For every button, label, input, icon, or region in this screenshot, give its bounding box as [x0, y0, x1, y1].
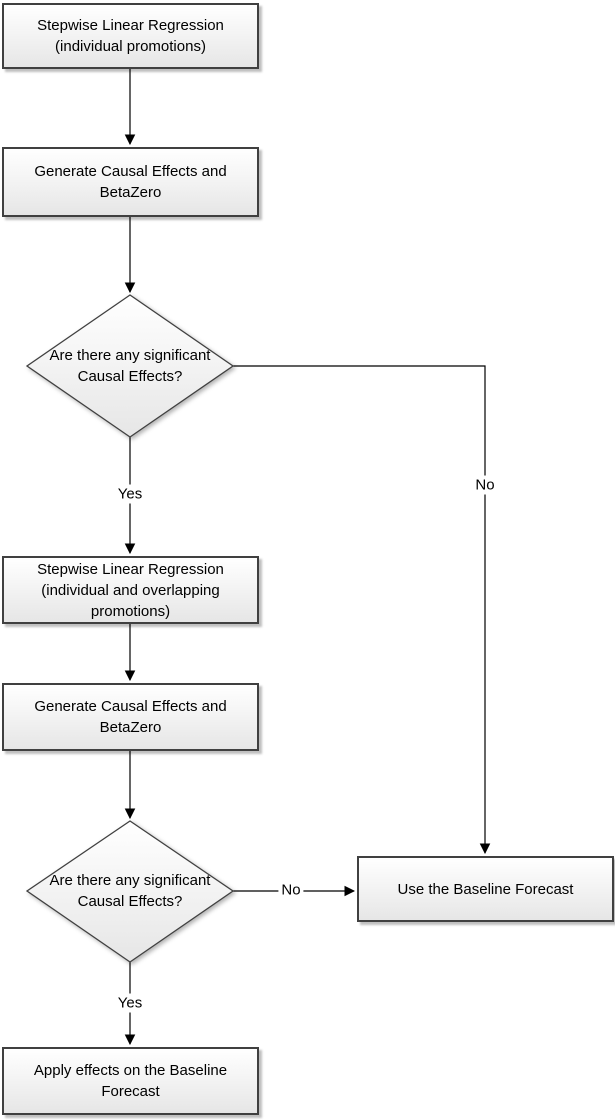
process-box-generate-effects-1: Generate Causal Effects and BetaZero [2, 147, 259, 217]
node-label: Are there any significant Causal Effects… [49, 347, 211, 385]
edge-label-yes-1: Yes [114, 484, 146, 504]
decision-label-1: Are there any significant Causal Effects… [48, 333, 212, 399]
node-label: Are there any significant Causal Effects… [49, 872, 211, 910]
decision-diamond-2 [25, 820, 235, 963]
process-box-stepwise-overlapping: Stepwise Linear Regression (individual a… [2, 556, 259, 624]
node-label: Apply effects on the Baseline Forecast [33, 1062, 228, 1100]
node-label: Use the Baseline Forecast [397, 880, 574, 898]
node-label: Stepwise Linear Regression (individual p… [37, 17, 224, 55]
decision-diamond-1 [25, 294, 235, 438]
process-box-apply-effects: Apply effects on the Baseline Forecast [2, 1047, 259, 1115]
node-label: Generate Causal Effects and BetaZero [34, 698, 227, 736]
edge-label-no-1: No [472, 475, 498, 495]
process-box-stepwise-individual: Stepwise Linear Regression (individual p… [2, 3, 259, 69]
node-label: Stepwise Linear Regression (individual a… [37, 560, 224, 620]
edge-label-yes-2: Yes [114, 993, 146, 1013]
process-box-generate-effects-2: Generate Causal Effects and BetaZero [2, 683, 259, 751]
decision-label-2: Are there any significant Causal Effects… [48, 858, 212, 924]
connector-d1-n5-no [233, 365, 491, 855]
process-box-use-baseline-forecast: Use the Baseline Forecast [357, 856, 614, 922]
node-label: Generate Causal Effects and BetaZero [34, 163, 227, 201]
edge-label-no-2: No [278, 880, 304, 900]
